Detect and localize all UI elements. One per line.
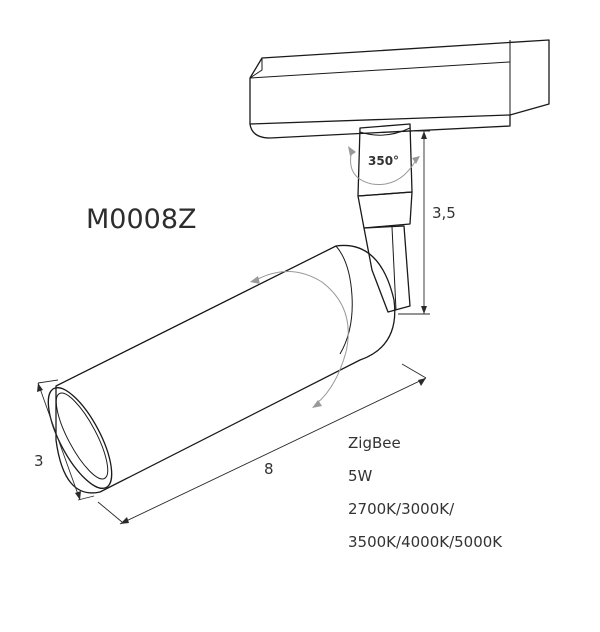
height-dimension-label: 3,5 [432, 204, 456, 222]
length-dimension-label: 8 [264, 460, 274, 478]
length-dimension: 8 [97, 363, 427, 525]
rotation-label: 350° [368, 154, 399, 168]
tilt-rotation-indicator [250, 271, 349, 408]
model-name: M0008Z [86, 204, 197, 235]
specs-list: ZigBee 5W 2700K/3000K/ 3500K/4000K/5000K [348, 434, 503, 551]
spec-cct-line1: 2700K/3000K/ [348, 500, 455, 518]
diameter-dimension: 3 [34, 379, 95, 501]
stem-joint [357, 123, 413, 313]
spec-power: 5W [348, 467, 373, 485]
spec-cct-line2: 3500K/4000K/5000K [348, 533, 503, 551]
height-dimension: 3,5 [398, 130, 456, 315]
spec-protocol: ZigBee [348, 434, 401, 452]
track-adapter [249, 39, 550, 139]
spotlight-body [47, 244, 396, 494]
diameter-dimension-label: 3 [34, 452, 44, 470]
rotation-350-indicator: 350° [348, 146, 420, 185]
